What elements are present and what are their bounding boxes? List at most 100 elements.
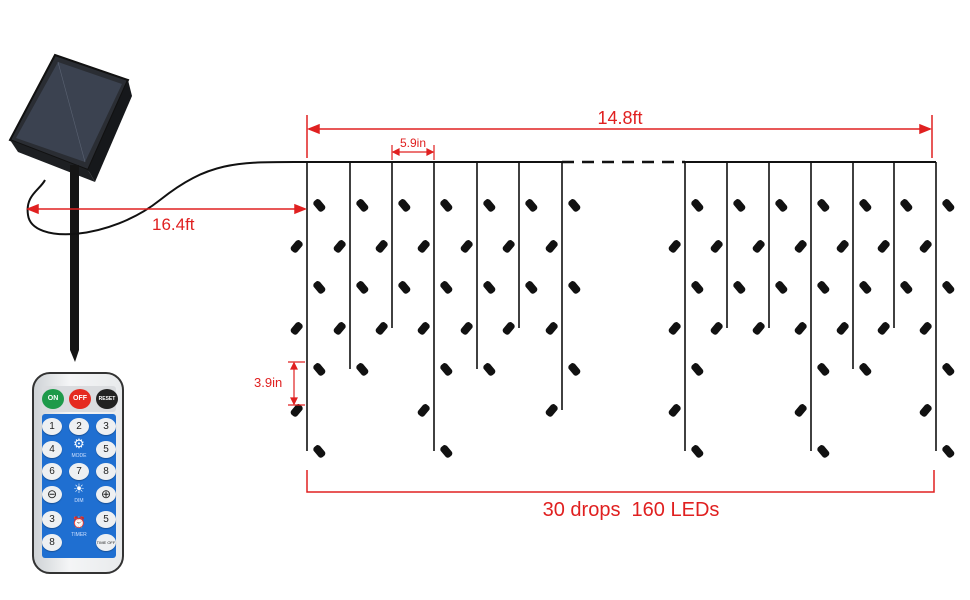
spacing-label: 5.9in <box>400 136 426 150</box>
remote-control: ON OFF RESET 1 2 3 4 ⚙ MODE 5 6 7 8 ⊖ ☀ … <box>32 372 124 574</box>
button-7[interactable]: 7 <box>69 463 89 480</box>
cable-label: 16.4ft <box>152 215 195 234</box>
summary-label: 30 drops 160 LEDs <box>543 499 720 521</box>
cable-dimension <box>25 203 308 215</box>
led-spacing-dimension <box>288 361 305 406</box>
led-bulb <box>752 240 765 253</box>
led-bulb <box>733 199 746 212</box>
button-6[interactable]: 6 <box>42 463 62 480</box>
led-bulb <box>313 363 326 376</box>
led-bulb <box>398 281 411 294</box>
led-bulb <box>313 445 326 458</box>
solar-panel <box>8 53 308 362</box>
timer-clock-icon[interactable]: ⏰ <box>72 517 86 529</box>
width-label: 14.8ft <box>597 108 642 128</box>
led-bulb <box>691 199 704 212</box>
led-spacing-label: 3.9in <box>254 375 282 390</box>
led-bulb <box>568 363 581 376</box>
led-bulb <box>290 404 303 417</box>
led-bulb <box>710 240 723 253</box>
led-bulb <box>417 404 430 417</box>
time-off-button[interactable]: TIME OFF <box>96 534 116 551</box>
led-bulb <box>817 199 830 212</box>
drops-bracket <box>306 470 935 493</box>
light-drops <box>290 162 955 458</box>
on-button[interactable]: ON <box>42 389 64 409</box>
off-button[interactable]: OFF <box>69 389 91 409</box>
led-bulb <box>545 240 558 253</box>
led-bulb <box>356 281 369 294</box>
led-bulb <box>440 445 453 458</box>
led-bulb <box>483 281 496 294</box>
led-bulb <box>290 240 303 253</box>
led-bulb <box>375 322 388 335</box>
led-bulb <box>460 322 473 335</box>
led-bulb <box>545 404 558 417</box>
timer-3-button[interactable]: 3 <box>42 511 62 528</box>
mode-gear-icon[interactable]: ⚙ <box>73 436 85 451</box>
led-bulb <box>775 199 788 212</box>
led-bulb <box>691 363 704 376</box>
led-bulb <box>919 404 932 417</box>
led-bulb <box>859 281 872 294</box>
dim-minus-icon[interactable]: ⊖ <box>42 486 62 503</box>
led-bulb <box>290 322 303 335</box>
led-bulb <box>733 281 746 294</box>
led-bulb <box>525 281 538 294</box>
dim-plus-icon[interactable]: ⊕ <box>96 486 116 503</box>
led-bulb <box>568 281 581 294</box>
ground-stake <box>70 165 79 350</box>
mode-label: MODE <box>71 453 87 459</box>
led-bulb <box>502 322 515 335</box>
timer-label: TIMER <box>71 532 87 538</box>
led-bulb <box>775 281 788 294</box>
led-bulb <box>752 322 765 335</box>
led-bulb <box>483 199 496 212</box>
led-bulb <box>794 404 807 417</box>
button-4[interactable]: 4 <box>42 441 62 458</box>
button-5[interactable]: 5 <box>96 441 116 458</box>
button-8[interactable]: 8 <box>96 463 116 480</box>
led-bulb <box>417 322 430 335</box>
led-bulb <box>942 363 955 376</box>
led-bulb <box>356 199 369 212</box>
led-bulb <box>859 363 872 376</box>
led-bulb <box>794 240 807 253</box>
led-bulb <box>942 199 955 212</box>
led-bulb <box>668 240 681 253</box>
led-bulb <box>900 199 913 212</box>
led-bulb <box>877 322 890 335</box>
led-bulb <box>356 363 369 376</box>
timer-8-button[interactable]: 8 <box>42 534 62 551</box>
led-bulb <box>333 322 346 335</box>
reset-button[interactable]: RESET <box>96 389 118 409</box>
button-1[interactable]: 1 <box>42 418 62 435</box>
led-bulb <box>545 322 558 335</box>
dim-label: DIM <box>74 498 84 504</box>
spacing-dimension <box>391 145 435 160</box>
led-bulb <box>794 322 807 335</box>
led-bulb <box>375 240 388 253</box>
led-bulb <box>691 281 704 294</box>
led-bulb <box>398 199 411 212</box>
led-bulb <box>919 240 932 253</box>
led-bulb <box>502 240 515 253</box>
led-bulb <box>668 404 681 417</box>
led-bulb <box>836 240 849 253</box>
led-bulb <box>333 240 346 253</box>
led-bulb <box>817 445 830 458</box>
led-bulb <box>417 240 430 253</box>
dim-icon[interactable]: ☀ <box>73 481 85 496</box>
led-bulb <box>313 199 326 212</box>
led-bulb <box>710 322 723 335</box>
led-bulb <box>859 199 872 212</box>
button-2[interactable]: 2 <box>69 418 89 435</box>
led-bulb <box>440 281 453 294</box>
timer-5-button[interactable]: 5 <box>96 511 116 528</box>
led-bulb <box>525 199 538 212</box>
led-bulb <box>817 363 830 376</box>
led-bulb <box>440 199 453 212</box>
button-3[interactable]: 3 <box>96 418 116 435</box>
led-bulb <box>836 322 849 335</box>
led-bulb <box>313 281 326 294</box>
